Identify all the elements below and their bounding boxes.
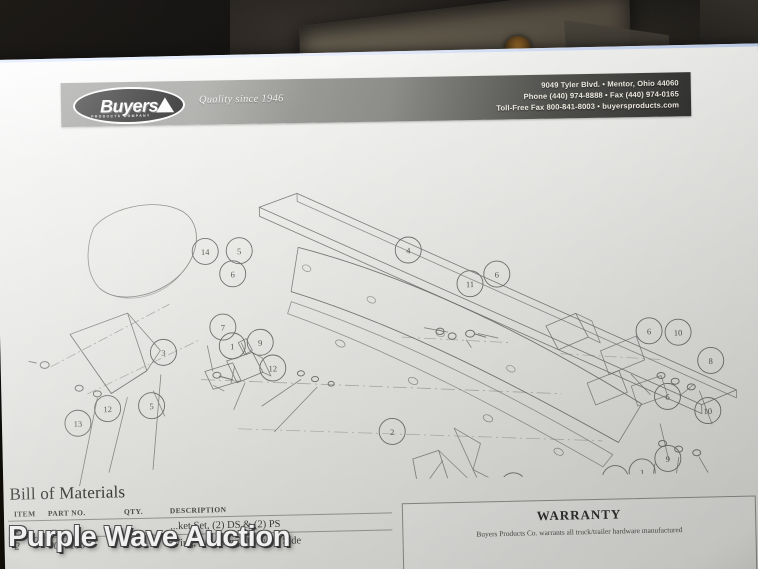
callout-number: 13 xyxy=(74,419,83,429)
callout-number: 14 xyxy=(201,247,210,257)
callout-number: 6 xyxy=(230,269,234,279)
bom-col-item: ITEM xyxy=(13,509,36,519)
callout-bubble xyxy=(601,465,629,488)
callout-number: 12 xyxy=(103,404,112,414)
bom-col-part: PART NO. xyxy=(47,508,86,518)
bom-title: Bill of Materials xyxy=(9,482,126,504)
callout-number: 5 xyxy=(149,401,153,411)
parts-diagram-sheet: Buyers PRODUCTS COMPANY Quality since 19… xyxy=(0,43,758,569)
callout-number: 10 xyxy=(703,406,712,416)
callout-number: 9 xyxy=(666,454,670,464)
bom-col-qty: QTY. xyxy=(123,506,144,517)
callout-number: 14 xyxy=(509,481,518,488)
callout-number: 12 xyxy=(268,363,277,373)
callout-number: 7 xyxy=(613,474,617,484)
header-tagline: Quality since 1946 xyxy=(198,93,284,106)
logo-triangle-icon xyxy=(155,97,175,113)
callout-number: 1 xyxy=(230,341,234,351)
callout-number: 4 xyxy=(406,245,411,255)
callout-number: 2 xyxy=(390,427,394,437)
callout-number: 6 xyxy=(665,392,669,402)
callout-number: 10 xyxy=(674,328,683,338)
logo-subtext: PRODUCTS COMPANY xyxy=(91,113,151,119)
assembly-drawing-svg: 1456713912131254116213125146108610719 xyxy=(28,193,737,488)
callout-number: 1 xyxy=(640,467,644,477)
header-contact-block: 9049 Tyler Blvd. • Mentor, Ohio 44060 Ph… xyxy=(496,77,679,113)
callout-number: 5 xyxy=(237,246,241,256)
logo-wordmark: Buyers xyxy=(99,94,159,116)
callout-number: 6 xyxy=(647,326,651,336)
auction-watermark: Purple Wave Auction xyxy=(8,521,291,553)
callout-number: 11 xyxy=(466,279,474,289)
callout-number: 6 xyxy=(495,270,499,280)
callout-number: 3 xyxy=(161,348,165,358)
assembly-drawing: 1456713912131254116213125146108610719 xyxy=(0,121,758,488)
callout-number: 7 xyxy=(221,323,225,333)
contact-fax-web: Toll-Free Fax 800-841-8003 • buyersprodu… xyxy=(496,100,680,113)
callout-bubble xyxy=(499,472,527,488)
callout-number: 9 xyxy=(258,338,262,348)
buyers-logo: Buyers PRODUCTS COMPANY xyxy=(72,86,186,125)
callout-number: 8 xyxy=(709,356,713,366)
sheet-header-bar: Buyers PRODUCTS COMPANY Quality since 19… xyxy=(60,72,692,128)
warranty-box: WARRANTY Buyers Products Co. warrants al… xyxy=(401,495,758,569)
